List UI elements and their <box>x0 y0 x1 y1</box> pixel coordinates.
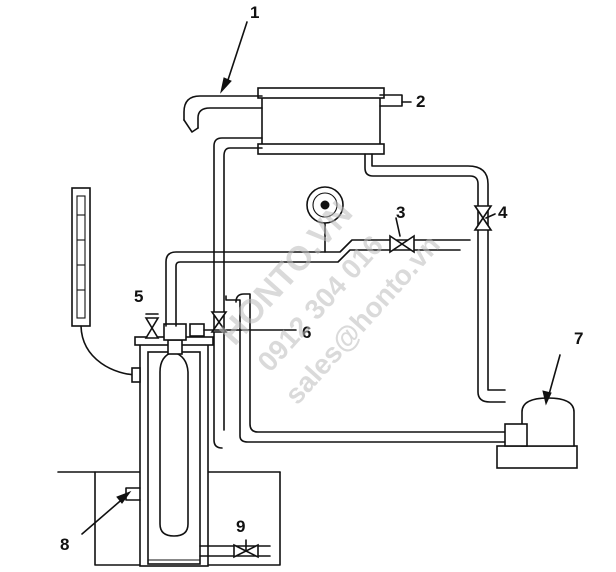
valve-4-icon <box>473 205 493 231</box>
cylinder-housing <box>134 323 214 567</box>
callout-7: 7 <box>574 329 583 348</box>
cooler <box>183 87 403 155</box>
callout-3: 3 <box>396 203 405 222</box>
valve-3-icon <box>389 234 415 254</box>
callout-6: 6 <box>302 323 311 342</box>
fitting-6 <box>189 323 297 337</box>
callout-9: 9 <box>236 517 245 536</box>
callout-1: 1 <box>250 3 259 22</box>
leader-lines <box>81 21 561 535</box>
callout-8: 8 <box>60 535 69 554</box>
compressor <box>496 397 578 469</box>
valve-9-icon <box>233 539 259 559</box>
callout-5: 5 <box>134 287 143 306</box>
valve-5-icon <box>144 313 160 339</box>
callout-2: 2 <box>416 92 425 111</box>
callout-4: 4 <box>498 203 508 222</box>
pressure-gauge-icon <box>306 186 344 224</box>
thermometer <box>71 187 141 383</box>
piping <box>125 137 506 557</box>
watermark: HONTO.VN 0912 304 016 sales@honto.vn <box>212 194 446 410</box>
